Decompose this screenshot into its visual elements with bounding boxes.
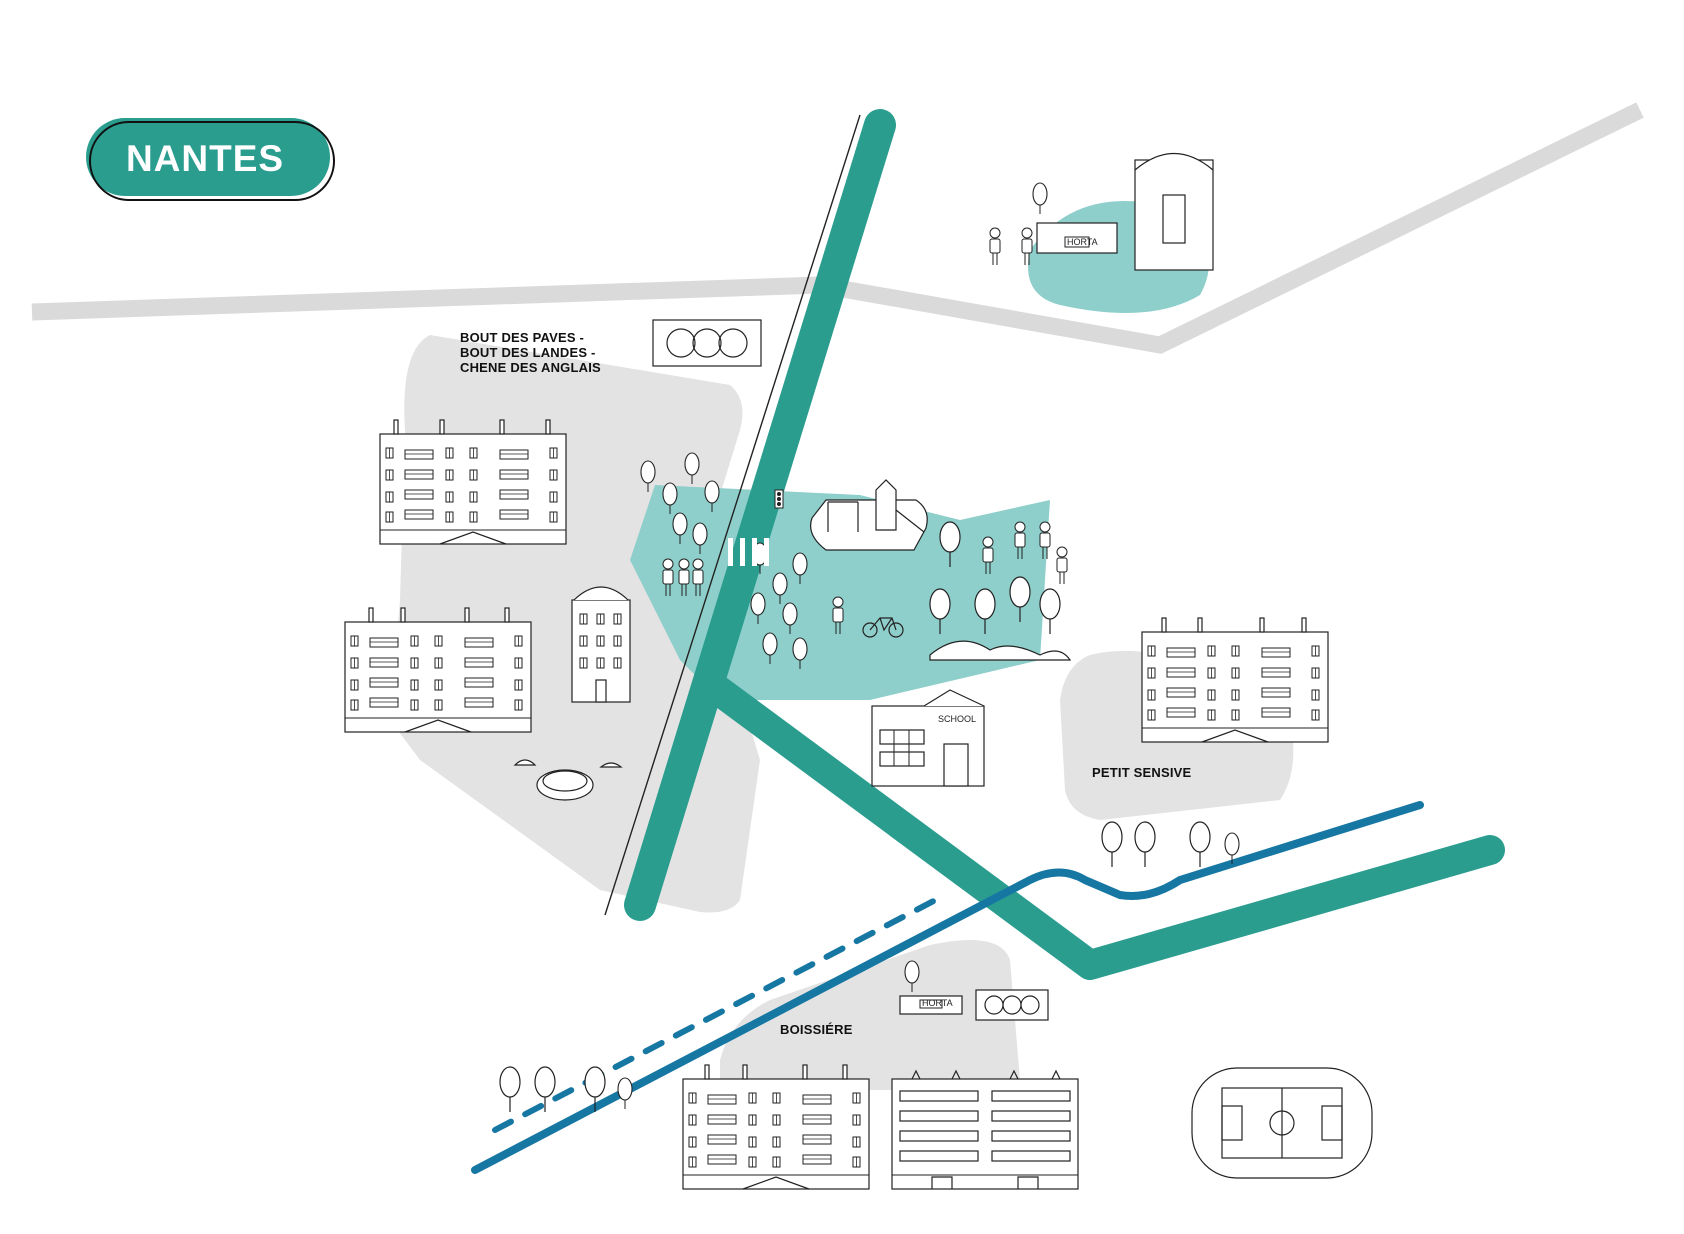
tree-icon — [1101, 821, 1123, 868]
tree-icon — [499, 1066, 521, 1113]
tree-icon — [1134, 821, 1156, 868]
bicycle-icon — [862, 617, 904, 638]
apartment-building-5 — [891, 1069, 1079, 1190]
railway-line — [604, 114, 861, 916]
tree-icon — [617, 1077, 633, 1110]
tram-line-north-south — [624, 109, 896, 921]
person-icon — [1056, 546, 1068, 585]
riverside-trees-east — [1101, 821, 1240, 868]
title-badge: NANTES — [86, 118, 335, 201]
football-field-icon — [1191, 1067, 1373, 1179]
school-sign: SCHOOL — [938, 714, 976, 724]
school-icon: SCHOOL — [871, 689, 985, 787]
label-petit-sensive: PETIT SENSIVE — [1092, 765, 1192, 780]
apartment-building-4 — [682, 1064, 870, 1190]
tram-line-south-east — [703, 675, 1505, 980]
roads — [31, 102, 1644, 354]
garden-sign: HORTA — [1067, 237, 1098, 247]
riverside-trees-west — [499, 1066, 633, 1113]
river-main — [471, 801, 1424, 1174]
district-zone-boissiere — [720, 940, 1020, 1090]
pond-icon — [513, 759, 623, 801]
traffic-light-icon — [774, 489, 784, 509]
playground-icon — [810, 479, 928, 551]
garden-sign-small: HORTA — [922, 998, 953, 1008]
apartment-building-3 — [1141, 617, 1329, 743]
label-bout-des-paves: BOUT DES PAVES -BOUT DES LANDES -CHENE D… — [460, 330, 601, 375]
map-title: NANTES — [126, 138, 284, 179]
river — [471, 801, 1424, 1174]
community-garden-icon: HORTA — [989, 152, 1214, 271]
historic-house-icon — [571, 586, 631, 703]
apartment-building-1 — [379, 419, 567, 545]
park-hedge — [929, 640, 1072, 661]
tree-icon — [1189, 821, 1211, 868]
road-east-west — [31, 102, 1644, 354]
tram-line — [624, 109, 1505, 980]
community-garden-small-icon: HORTA — [899, 960, 963, 1015]
compost-icon — [975, 989, 1049, 1021]
apartment-building-2 — [344, 607, 532, 733]
river-dashed — [492, 892, 948, 1133]
label-boissiere: BOISSIÉRE — [780, 1022, 853, 1037]
compost-icon — [652, 319, 762, 367]
tree-icon — [1039, 588, 1061, 635]
pedestrian-crossing-icon — [728, 538, 769, 566]
